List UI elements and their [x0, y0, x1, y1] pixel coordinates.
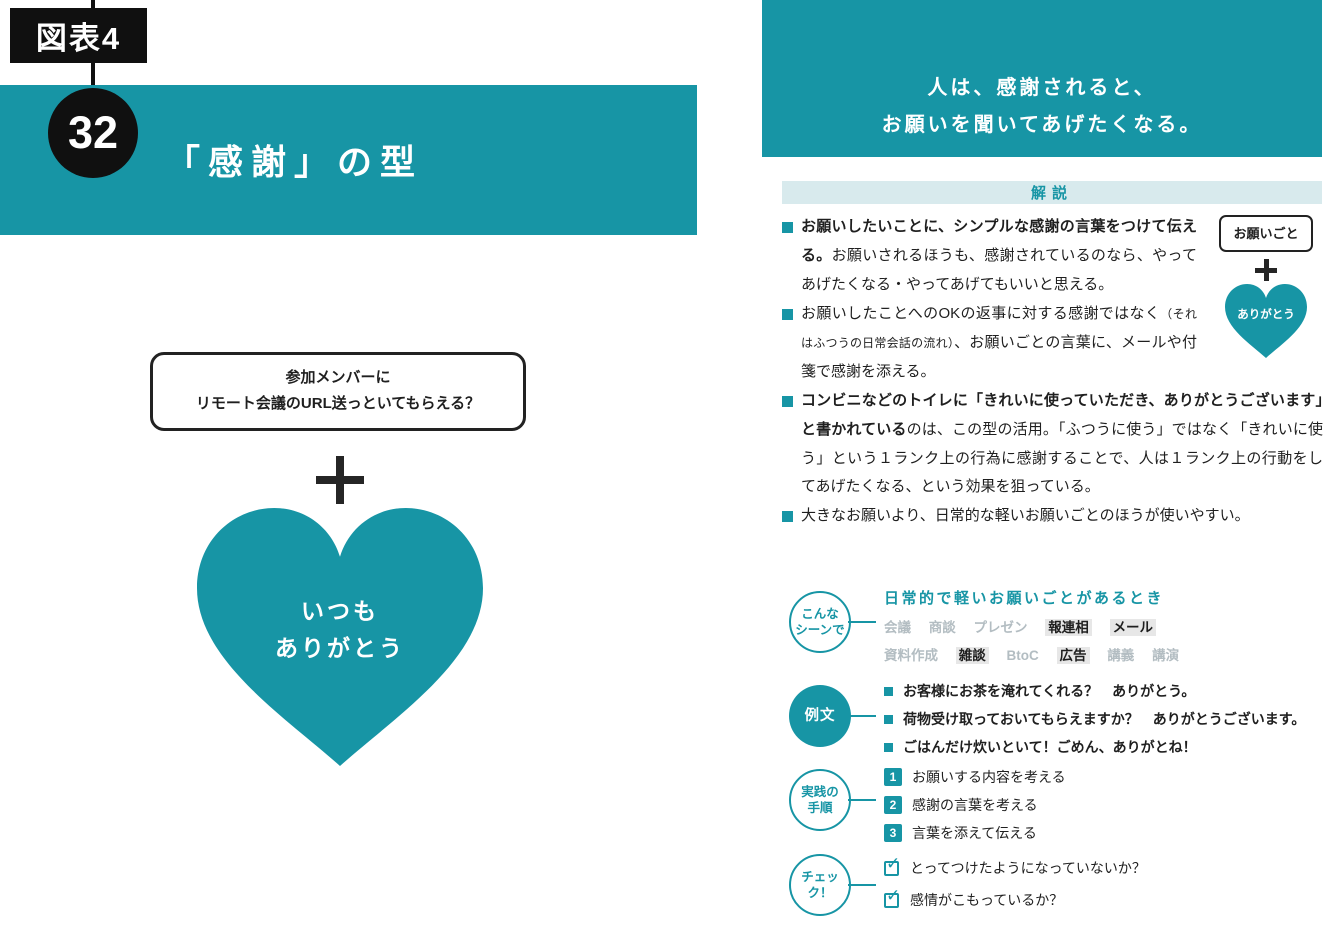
steps-circle-line2: 手順 — [807, 801, 833, 815]
scenes-content: 日常的で軽いお願いごとがあるとき 会議 商談 プレゼン 報連相 メール 資料作成… — [884, 587, 1324, 664]
bullet-2-note: （それはふつうの日常会話の流れ） — [801, 306, 1197, 350]
summary-headline-line1: 人は、感謝されると、 — [927, 77, 1157, 99]
bullet-3-rest: のは、この型の活用。「ふつうに使う」ではなく「きれいに使う」という１ランク上の行… — [801, 420, 1323, 496]
small-heart-label: ありがとう — [1237, 309, 1295, 322]
pattern-title: 「感謝」の型 — [165, 143, 424, 183]
plus-icon — [316, 456, 364, 504]
heart-caption: いつも ありがとう — [197, 593, 483, 667]
steps-circle-line1: 実践の — [801, 784, 839, 799]
check-item: 感情がこもっているか？ — [884, 886, 1324, 910]
step-item: 3 言葉を添えて伝える — [884, 823, 1324, 843]
bullet-3-bold: コンビニなどのトイレに「きれいに使っていただき、ありがとうございます」と書かれて… — [801, 391, 1323, 438]
scene-tag: 講演 — [1152, 648, 1180, 663]
checkbox-icon — [884, 854, 900, 876]
pattern-number-badge: 32 — [48, 88, 138, 178]
square-bullet-icon — [884, 743, 893, 752]
scene-tag: 報連相 — [1045, 619, 1092, 636]
examples-tick — [848, 715, 876, 717]
scene-tag: BtoC — [1006, 648, 1039, 663]
example-item: お客様にお茶を淹れてくれる？ ありがとう。 — [884, 681, 1324, 702]
bullet-4-text: 大きなお願いより、日常的な軽いお願いごとのほうが使いやすい。 — [801, 507, 1250, 525]
scenes-circle-line2: シーンで — [795, 623, 845, 637]
scenes-circle-line1: こんな — [801, 606, 839, 621]
examples-circle-label: 例文 — [804, 707, 836, 724]
step-item: 2 感謝の言葉を考える — [884, 795, 1324, 815]
heart-caption-line2: ありがとう — [275, 634, 405, 661]
check-text: 感情がこもっているか？ — [910, 892, 1064, 908]
summary-headline: 人は、感謝されると、 お願いを聞いてあげたくなる。 — [762, 70, 1322, 144]
step-number-icon: 2 — [884, 796, 902, 814]
request-box: お願いごと — [1219, 215, 1313, 253]
bullet-2: お願いしたことへのOKの返事に対する感謝ではなく（それはふつうの日常会話の流れ）… — [782, 300, 1323, 387]
scenes-tag-row-1: 会議 商談 プレゼン 報連相 メール — [884, 616, 1324, 636]
heart-icon: いつも ありがとう — [197, 508, 483, 766]
bullet-1-rest: お願いされるほうも、感謝されているのなら、やってあげたくなる・やってあげてもいい… — [801, 246, 1197, 293]
scene-tag: 講義 — [1107, 648, 1135, 663]
bullet-2-b: 、お願いごとの言葉に、メールや付箋で感謝を添える。 — [801, 333, 1197, 380]
scene-tag: プレゼン — [973, 620, 1028, 635]
example-text: お客様にお茶を淹れてくれる？ ありがとう。 — [903, 683, 1196, 699]
step-number-icon: 3 — [884, 824, 902, 842]
bullet-4: 大きなお願いより、日常的な軽いお願いごとのほうが使いやすい。 — [782, 502, 1323, 531]
step-item: 1 お願いする内容を考える — [884, 767, 1324, 787]
request-formula-diagram: お願いごと ありがとう — [1209, 215, 1323, 359]
explanation-body: お願いごと ありがとう お願いしたいことに、シンプルな感謝の言葉をつけて伝える。… — [782, 213, 1323, 531]
checks-circle: チェック！ — [789, 854, 851, 916]
scene-tag: 商談 — [928, 620, 956, 635]
steps-content: 1 お願いする内容を考える 2 感謝の言葉を考える 3 言葉を添えて伝える — [884, 767, 1324, 851]
scene-tag: 広告 — [1056, 647, 1090, 664]
step-number-icon: 1 — [884, 768, 902, 786]
plus-small-icon — [1255, 259, 1277, 282]
example-item: 荷物受け取っておいてもらえますか？ ありがとうございます。 — [884, 709, 1324, 730]
scenes-circle: こんな シーンで — [789, 591, 851, 653]
scenes-tag-row-2: 資料作成 雑談 BtoC 広告 講義 講演 — [884, 644, 1324, 664]
scene-tag: 会議 — [884, 620, 911, 635]
bullet-3: コンビニなどのトイレに「きれいに使っていただき、ありがとうございます」と書かれて… — [782, 387, 1323, 503]
square-bullet-icon — [884, 715, 893, 724]
heart-caption-line1: いつも — [301, 598, 379, 625]
example-text: 荷物受け取っておいてもらえますか？ ありがとうございます。 — [903, 711, 1306, 727]
scenes-heading: 日常的で軽いお願いごとがあるとき — [884, 590, 1165, 607]
scene-tag: メール — [1109, 619, 1157, 636]
steps-circle: 実践の 手順 — [789, 769, 851, 831]
bullet-2-a: お願いしたことへのOKの返事に対する感謝ではなく — [801, 304, 1161, 322]
step-text: 言葉を添えて伝える — [912, 825, 1037, 841]
small-heart-icon: ありがとう — [1225, 284, 1307, 359]
example-item: ごはんだけ炊いといて！ごめん、ありがとね！ — [884, 737, 1324, 758]
scene-tag: 雑談 — [955, 647, 989, 664]
bullet-1-bold: お願いしたいことに、シンプルな感謝の言葉をつけて伝える。 — [801, 218, 1197, 264]
bullet-1: お願いしたいことに、シンプルな感謝の言葉をつけて伝える。お願いされるほうも、感謝… — [782, 213, 1323, 300]
checkbox-icon — [884, 886, 900, 908]
speech-bubble: 参加メンバーに リモート会議のURL送っといてもらえる？ — [150, 352, 526, 431]
checks-tick — [848, 884, 876, 886]
pattern-number: 32 — [67, 107, 119, 158]
scene-tag: 資料作成 — [884, 648, 938, 663]
explanation-header: 解説 — [782, 181, 1322, 204]
speech-bubble-line2: リモート会議のURL送っといてもらえる？ — [195, 395, 481, 413]
examples-circle: 例文 — [789, 685, 851, 747]
scenes-tick — [848, 621, 876, 623]
explanation-header-label: 解説 — [1030, 185, 1073, 202]
speech-bubble-line1: 参加メンバーに — [285, 369, 391, 386]
examples-content: お客様にお茶を淹れてくれる？ ありがとう。 荷物受け取っておいてもらえますか？ … — [884, 681, 1324, 765]
check-text: とってつけたようになっていないか？ — [910, 860, 1146, 876]
checks-circle-label: チェック！ — [801, 869, 839, 900]
steps-tick — [848, 799, 876, 801]
check-item: とってつけたようになっていないか？ — [884, 854, 1324, 878]
step-text: 感謝の言葉を考える — [912, 797, 1038, 813]
summary-headline-line2: お願いを聞いてあげたくなる。 — [881, 114, 1203, 136]
figure-label: 図表4 — [10, 8, 147, 63]
step-text: お願いする内容を考える — [912, 769, 1066, 785]
example-text: ごはんだけ炊いといて！ごめん、ありがとね！ — [903, 739, 1197, 755]
checks-content: とってつけたようになっていないか？ 感情がこもっているか？ — [884, 854, 1324, 922]
summary-banner: 人は、感謝されると、 お願いを聞いてあげたくなる。 — [762, 0, 1322, 157]
square-bullet-icon — [884, 687, 893, 696]
